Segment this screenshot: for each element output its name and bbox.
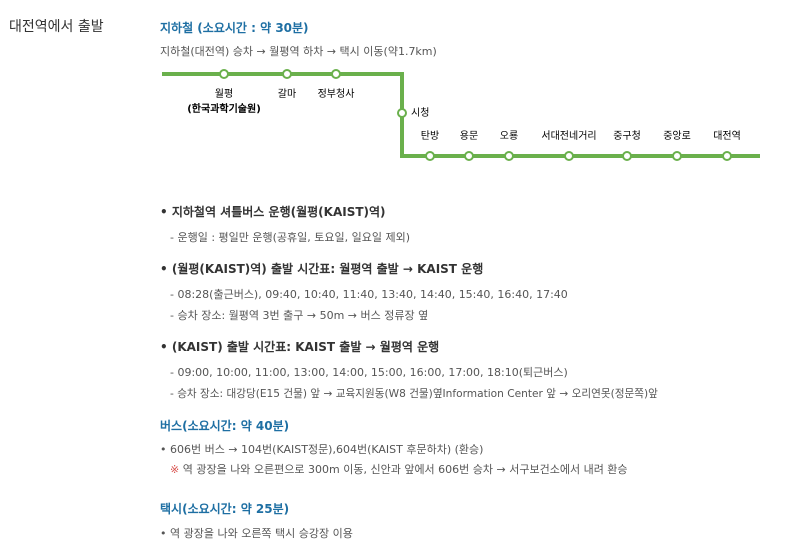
station-marker [504, 151, 514, 161]
taxi-line: • 역 광장을 나와 오른쪽 택시 승강장 이용 [160, 527, 353, 540]
station-label: 대전역 [713, 130, 741, 142]
station-label: 시청 [411, 107, 429, 119]
station-marker [331, 69, 341, 79]
station-marker [219, 69, 229, 79]
page-side-title: 대전역에서 출발 [9, 19, 104, 35]
kaist-boarding-place: - 승차 장소: 대강당(E15 건물) 앞 → 교육지원동(W8 건물)옆In… [170, 388, 658, 400]
mid-station: 시청 [397, 107, 429, 119]
station-marker [464, 151, 474, 161]
station-label: 용문 [460, 130, 478, 142]
station-label: 갈마 [278, 87, 296, 100]
station-marker [722, 151, 732, 161]
station-label: 중앙로 [663, 130, 691, 142]
taxi-section-title: 택시(소요시간: 약 25분) [160, 502, 290, 516]
note-mark-icon: ※ [170, 463, 180, 476]
kaist-timetable-heading: • (KAIST) 출발 시간표: KAIST 출발 → 월평역 운행 [160, 340, 440, 354]
station-marker [425, 151, 435, 161]
subway-route-map: 월평 (한국과학기술원) 갈마 정부청사 시청 탄방 용문 오룡 서대전네거리 중구청 중앙로 대… [162, 69, 760, 161]
station-label: 오룡 [500, 130, 518, 142]
station-label: 서대전네거리 [541, 130, 596, 142]
bus-note: ※ 역 광장을 나와 오른편으로 300m 이동, 신안과 앞에서 606번 승… [170, 461, 628, 477]
station-marker [622, 151, 632, 161]
station-marker [564, 151, 574, 161]
station-marker [397, 108, 407, 118]
station-marker [282, 69, 292, 79]
subway-description: 지하철(대전역) 승차 → 월평역 하차 → 택시 이동(약1.7km) [160, 45, 437, 58]
station-label: 중구청 [613, 130, 641, 142]
station-label: 탄방 [421, 130, 439, 142]
lower-stations: 탄방 용문 오룡 서대전네거리 중구청 중앙로 대전역 [421, 130, 741, 161]
station-sub-label: (한국과학기술원) [187, 102, 261, 115]
wolpyeong-boarding-place: - 승차 장소: 월평역 3번 출구 → 50m → 버스 정류장 옆 [170, 309, 429, 322]
wolpyeong-times: - 08:28(출근버스), 09:40, 10:40, 11:40, 13:4… [170, 288, 568, 301]
wolpyeong-timetable-heading: • (월평(KAIST)역) 출발 시간표: 월평역 출발 → KAIST 운행 [160, 262, 484, 276]
station-label: 월평 [215, 88, 233, 100]
bus-note-text: 역 광장을 나와 오른편으로 300m 이동, 신안과 앞에서 606번 승차 … [182, 463, 628, 476]
station-marker [672, 151, 682, 161]
shuttle-schedule: - 운행일 : 평일만 운행(공휴일, 토요일, 일요일 제외) [170, 231, 411, 244]
route-line [162, 72, 760, 158]
upper-stations: 월평 (한국과학기술원) 갈마 정부청사 [187, 69, 355, 115]
kaist-times: - 09:00, 10:00, 11:00, 13:00, 14:00, 15:… [170, 366, 568, 379]
bus-route-line: • 606번 버스 → 104번(KAIST정문),604번(KAIST 후문하… [160, 443, 484, 456]
shuttle-heading: • 지하철역 셔틀버스 운행(월평(KAIST)역) [160, 205, 386, 219]
subway-section-title: 지하철 (소요시간 : 약 30분) [160, 21, 309, 35]
station-label: 정부청사 [318, 88, 355, 100]
bus-section-title: 버스(소요시간: 약 40분) [160, 419, 290, 433]
